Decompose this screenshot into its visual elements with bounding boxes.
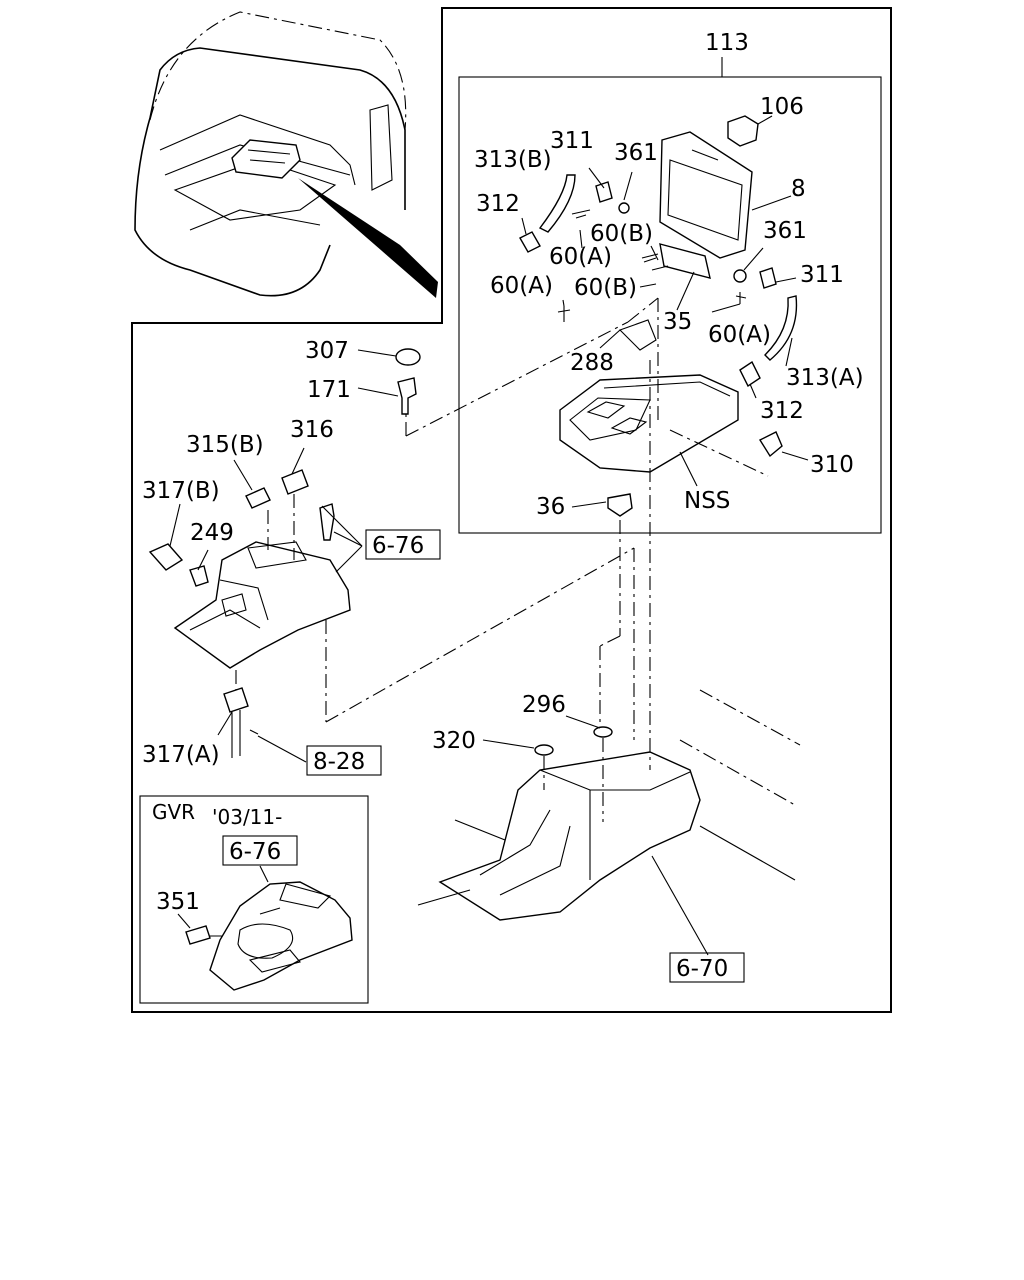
callout-60b-mid: 60(B) xyxy=(574,275,637,301)
bracket-311-top xyxy=(595,181,613,203)
callout-106: 106 xyxy=(760,94,804,120)
callout-288: 288 xyxy=(570,350,614,376)
strap-313b xyxy=(538,174,576,233)
callout-315b: 315(B) xyxy=(186,432,264,458)
ref-label-6-76: 6-76 xyxy=(372,533,424,559)
callout-171: 171 xyxy=(307,377,351,403)
ref-box-8-28[interactable]: 8-28 xyxy=(306,745,382,776)
console-body-nss xyxy=(559,319,739,473)
callout-311-right: 311 xyxy=(800,262,844,288)
callout-8: 8 xyxy=(791,176,806,202)
leader-lines xyxy=(169,57,809,956)
callout-35: 35 xyxy=(663,309,692,335)
callout-307: 307 xyxy=(305,338,349,364)
callout-312-top: 312 xyxy=(476,191,520,217)
assembly-box-113 xyxy=(458,76,882,534)
floor-console xyxy=(438,726,701,921)
ref-box-6-70[interactable]: 6-70 xyxy=(669,952,745,983)
screw-60a-right xyxy=(735,292,747,304)
inset-console-illustration xyxy=(209,881,353,991)
bracket-35 xyxy=(659,243,711,279)
callout-320: 320 xyxy=(432,728,476,754)
callout-317a: 317(A) xyxy=(142,742,220,768)
bracket-311-right xyxy=(759,267,777,289)
bolt-6-76 xyxy=(319,503,335,541)
callout-60a-left: 60(A) xyxy=(490,273,553,299)
callout-317b: 317(B) xyxy=(142,478,220,504)
ref-box-6-76[interactable]: 6-76 xyxy=(365,529,441,560)
callout-113: 113 xyxy=(705,30,749,56)
floor-line-lower xyxy=(699,825,796,881)
clip-312-top xyxy=(519,231,541,253)
grommet-36 xyxy=(607,493,633,517)
cap-307 xyxy=(395,348,421,366)
floor-line-left-upper xyxy=(454,819,506,841)
cover-8 xyxy=(659,131,753,259)
callout-316: 316 xyxy=(290,417,334,443)
callout-313a: 313(A) xyxy=(786,365,864,391)
bolt-171 xyxy=(397,377,417,415)
inset-date-label: '03/11- xyxy=(212,805,282,829)
callout-60a-top: 60(A) xyxy=(549,244,612,270)
harness-317a xyxy=(223,687,259,758)
clip-106 xyxy=(727,115,759,147)
callout-296: 296 xyxy=(522,692,566,718)
callout-36: 36 xyxy=(536,494,565,520)
ref-label-6-70: 6-70 xyxy=(676,956,728,982)
callout-60b-top: 60(B) xyxy=(590,221,653,247)
ref-box-6-76-inset[interactable]: 6-76 xyxy=(222,835,298,866)
callout-60a-right: 60(A) xyxy=(708,322,771,348)
ref-label-6-76-inset: 6-76 xyxy=(229,839,281,865)
inset-gvr: GVR '03/11- 6-76 351 xyxy=(139,795,369,1004)
floor-line-upper xyxy=(699,689,801,746)
socket-317b xyxy=(148,543,184,571)
clip-310 xyxy=(758,431,783,458)
cab-overview-illustration xyxy=(134,11,438,298)
washer-361-top xyxy=(618,202,630,214)
callout-313b: 313(B) xyxy=(474,147,552,173)
switch-316 xyxy=(281,469,309,495)
callout-nss: NSS xyxy=(684,488,730,514)
callout-312-right: 312 xyxy=(760,398,804,424)
callout-311-top: 311 xyxy=(550,128,594,154)
floor-line-right xyxy=(679,739,796,806)
washer-361-right xyxy=(733,269,747,283)
switch-315b xyxy=(245,487,271,509)
screw-60b-mid xyxy=(651,265,669,271)
callout-361-right: 361 xyxy=(763,218,807,244)
clip-312-right xyxy=(739,360,761,388)
callout-351: 351 xyxy=(156,889,200,915)
console-lower-assembly xyxy=(173,541,351,669)
callout-249: 249 xyxy=(190,520,234,546)
inset-model-label: GVR xyxy=(152,800,195,824)
ref-label-8-28: 8-28 xyxy=(313,749,365,775)
outer-frame xyxy=(131,7,892,1013)
callout-361-top: 361 xyxy=(614,140,658,166)
screw-60a-left xyxy=(557,306,571,322)
screw-60a-top xyxy=(571,209,591,219)
label-351 xyxy=(185,925,211,945)
strap-313a xyxy=(764,295,798,361)
floor-line-left xyxy=(417,889,471,906)
callout-310: 310 xyxy=(810,452,854,478)
